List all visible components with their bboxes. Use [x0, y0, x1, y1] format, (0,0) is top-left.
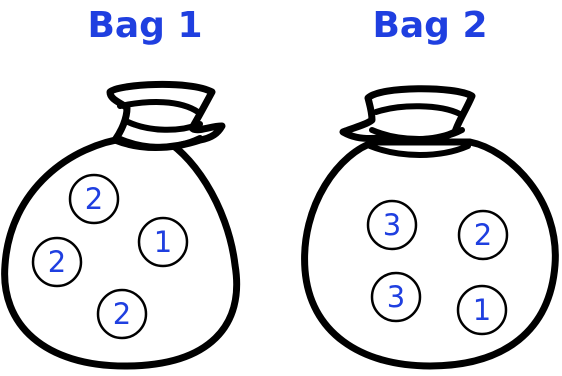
ball-label: 3 [387, 280, 405, 314]
ball: 1 [139, 218, 187, 266]
ball: 3 [372, 273, 420, 321]
ball: 3 [368, 201, 416, 249]
bag-2: 3 2 3 1 [305, 89, 556, 366]
ball: 2 [33, 238, 81, 286]
ball: 2 [70, 175, 118, 223]
bag-1: 2 1 2 2 [5, 84, 237, 366]
ball: 1 [458, 286, 506, 334]
ball-label: 3 [383, 208, 401, 242]
ball-label: 2 [474, 218, 492, 252]
ball-label: 2 [85, 182, 103, 216]
bag-2-icon [305, 89, 556, 366]
ball: 2 [459, 211, 507, 259]
ball-label: 2 [48, 245, 66, 279]
ball-label: 1 [473, 293, 491, 327]
ball-label: 1 [154, 225, 172, 259]
ball: 2 [98, 290, 146, 338]
ball-label: 2 [113, 297, 131, 331]
